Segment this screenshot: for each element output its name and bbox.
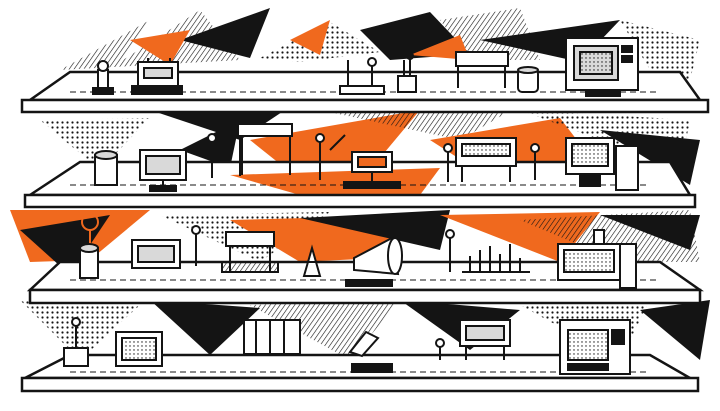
- bollard-icon: [92, 60, 114, 95]
- small-monitor-icon: [139, 149, 187, 192]
- cash-register-icon: [131, 58, 183, 95]
- control-console-icon: [455, 137, 517, 182]
- control-box-icon: [459, 319, 511, 360]
- book-panels-icon: [243, 319, 301, 355]
- traffic-cone-icon: [302, 244, 322, 277]
- lamp-post-icon: [445, 229, 455, 272]
- arcade-console-icon: [557, 229, 637, 289]
- desk-pen-stand-icon: [397, 52, 417, 93]
- bar-equalizer-icon: [462, 244, 530, 273]
- lamp-post-icon: [207, 128, 241, 178]
- top-shelf-objects: [92, 37, 639, 97]
- crt-computer-icon: [565, 37, 639, 97]
- lamp-post-icon: [443, 143, 540, 182]
- flat-monitor-icon: [131, 225, 201, 269]
- signpost-icon: [455, 51, 509, 88]
- trophy-icon: [435, 338, 445, 360]
- megaphone-icon: [345, 236, 403, 287]
- square-crate-icon: [115, 331, 163, 367]
- cylinder-device-icon: [79, 243, 99, 279]
- signboard-icon: [237, 123, 293, 175]
- terminal-kiosk-icon: [565, 137, 639, 191]
- shelf-third: [26, 260, 704, 305]
- microscope-icon: [63, 317, 89, 367]
- desk-lamp-icon: [348, 330, 393, 373]
- atm-machine-icon: [559, 319, 631, 375]
- second-shelf-objects: [94, 123, 639, 192]
- tin-can-icon: [94, 150, 118, 186]
- signboard-icon: [221, 231, 279, 273]
- bottom-shelf-objects: [63, 317, 631, 375]
- pointer-arrows-icon: [315, 133, 346, 180]
- lamp-post-icon: [339, 57, 385, 95]
- third-shelf-objects: [79, 213, 637, 289]
- desk-monitor-icon: [343, 151, 401, 189]
- jar-icon: [517, 66, 539, 93]
